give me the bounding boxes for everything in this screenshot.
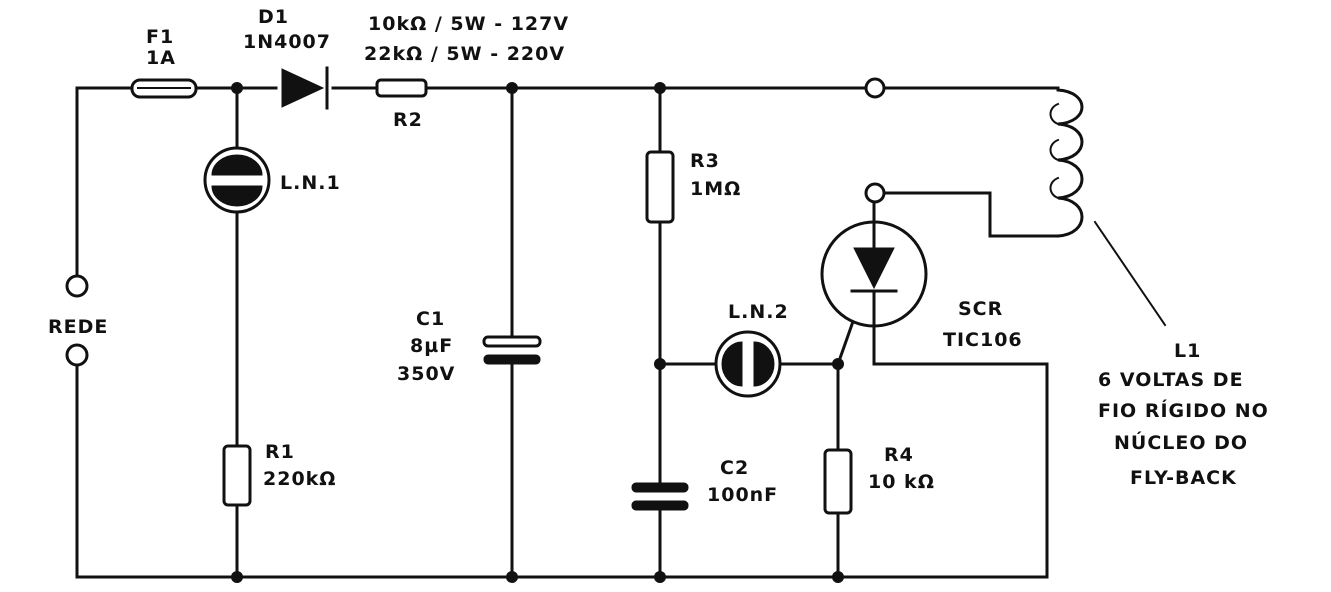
capacitor-c2-symbol [631, 482, 689, 511]
label-ln1-ref: L.N.1 [280, 172, 341, 194]
label-r2-value1: 10kΩ / 5W - 127V [368, 13, 569, 35]
resistor-r4-symbol [823, 448, 853, 515]
wires [75, 86, 1167, 579]
background-bleed-text [880, 102, 888, 132]
label-l1-desc-4: FLY-BACK [1130, 467, 1237, 489]
junction-dots [231, 82, 844, 583]
label-l1-desc-3: NÚCLEO DO [1114, 430, 1248, 454]
label-scr-value: TIC106 [943, 329, 1023, 351]
label-l1-ref: L1 [1174, 340, 1201, 362]
terminal-top [864, 77, 886, 99]
label-r1-value: 220kΩ [263, 468, 336, 490]
label-c1-ref: C1 [416, 308, 445, 330]
label-r3-value: 1MΩ [690, 178, 741, 200]
capacitor-c1-symbol [482, 335, 542, 365]
coil-l1-symbol [1049, 86, 1084, 238]
label-rede: REDE [48, 316, 108, 338]
label-scr-ref: SCR [958, 298, 1003, 320]
terminal-rede-bottom [65, 343, 89, 367]
label-l1-desc-1: 6 VOLTAS DE [1098, 369, 1244, 391]
label-d1-ref: D1 [258, 6, 289, 28]
label-c1-value1: 8µF [410, 335, 453, 357]
diode-d1-symbol [281, 66, 329, 110]
label-r4-value: 10 kΩ [868, 471, 935, 493]
label-f1-value: 1A [146, 47, 176, 69]
label-r3-ref: R3 [690, 150, 720, 172]
scr-symbol [820, 220, 928, 328]
label-c2-ref: C2 [720, 457, 749, 479]
resistor-r2-symbol [375, 78, 428, 98]
label-r4-ref: R4 [884, 444, 914, 466]
label-c2-value: 100nF [707, 484, 778, 506]
label-d1-value: 1N4007 [243, 31, 331, 53]
label-r1-ref: R1 [265, 441, 295, 463]
label-ln2-ref: L.N.2 [728, 301, 789, 323]
resistor-r1-symbol [222, 444, 252, 507]
label-l1-desc-2: FIO RÍGIDO NO [1098, 399, 1269, 422]
label-c1-value2: 350V [397, 363, 455, 385]
label-f1-ref: F1 [146, 26, 174, 48]
label-r2-value2: 22kΩ / 5W - 220V [364, 43, 565, 65]
label-r2-ref: R2 [393, 109, 423, 131]
resistor-r3-symbol [645, 150, 675, 224]
neon-lamp-ln1-symbol [203, 146, 271, 214]
neon-lamp-ln2-symbol [714, 330, 782, 398]
terminal-rede-top [65, 274, 89, 298]
terminal-anode [864, 182, 886, 204]
